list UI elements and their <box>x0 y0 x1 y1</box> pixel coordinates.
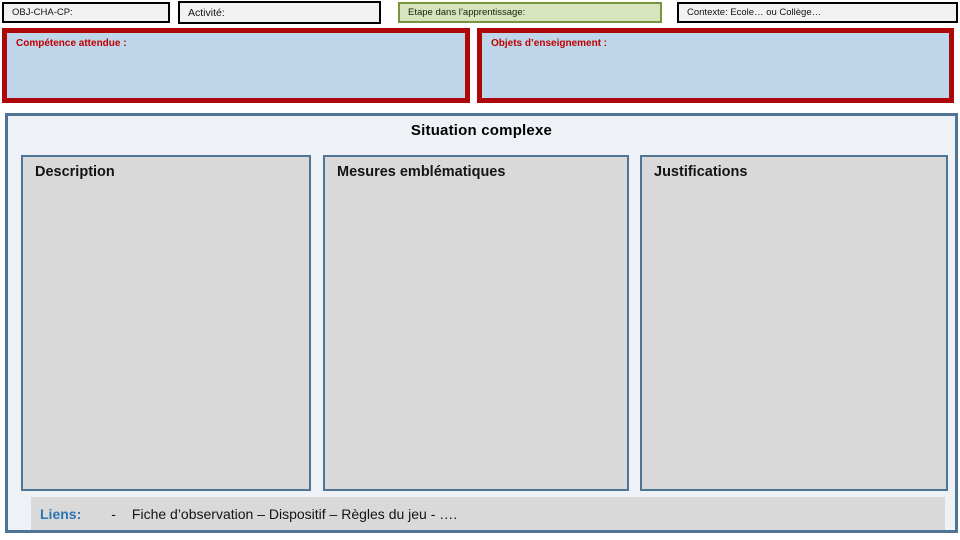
description-column[interactable]: Description <box>21 155 311 491</box>
justifications-label: Justifications <box>654 164 748 180</box>
justifications-column[interactable]: Justifications <box>640 155 948 491</box>
description-label: Description <box>35 164 115 180</box>
activite-box[interactable]: Activité: <box>178 1 381 24</box>
competence-attendue-label: Compétence attendue : <box>16 38 127 49</box>
activite-label: Activité: <box>188 6 225 19</box>
liens-label: Liens: <box>40 505 82 522</box>
obj-cha-cp-label: OBJ-CHA-CP: <box>12 7 73 18</box>
competence-attendue-box[interactable]: Compétence attendue : <box>2 28 470 103</box>
situation-title: Situation complexe <box>410 122 553 139</box>
contexte-box[interactable]: Contexte: Ecole… ou Collège… <box>677 2 958 23</box>
situation-complexe-panel: Situation complexe Description Mesures e… <box>5 113 958 533</box>
objets-enseignement-label: Objets d’enseignement : <box>491 38 608 49</box>
contexte-label: Contexte: Ecole… ou Collège… <box>687 7 822 18</box>
mesures-column[interactable]: Mesures emblématiques <box>323 155 629 491</box>
etape-apprentissage-box[interactable]: Etape dans l’apprentissage: <box>398 2 662 23</box>
liens-text: Fiche d’observation – Dispositif – Règle… <box>131 505 458 522</box>
etape-apprentissage-label: Etape dans l’apprentissage: <box>408 7 526 18</box>
objets-enseignement-box[interactable]: Objets d’enseignement : <box>477 28 954 103</box>
liens-bar[interactable]: Liens: - Fiche d’observation – Dispositi… <box>31 497 945 530</box>
mesures-label: Mesures emblématiques <box>337 164 506 180</box>
obj-cha-cp-box[interactable]: OBJ-CHA-CP: <box>2 2 170 23</box>
liens-dash: - <box>111 505 116 522</box>
